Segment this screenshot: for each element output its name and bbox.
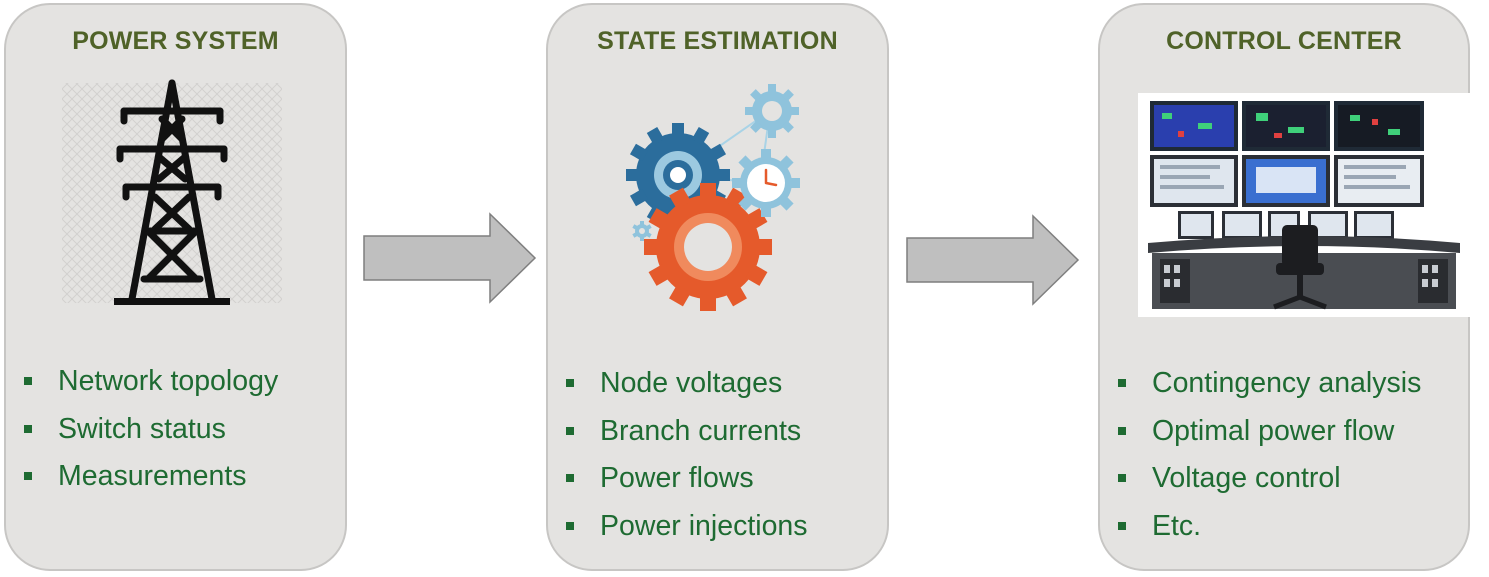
bullet-square-icon [24, 377, 32, 385]
list-item: Measurements [22, 453, 278, 501]
list-item: Power injections [564, 503, 808, 551]
bullet-square-icon [24, 424, 32, 433]
bullet-square-icon [566, 521, 574, 530]
list-item: Etc. [1116, 503, 1421, 551]
flow-arrow-1 [363, 212, 537, 304]
bullet-square-icon [1118, 521, 1126, 530]
list-item: Network topology [22, 358, 278, 406]
state-estimation-bullet-list: Node voltages Branch currents Power flow… [564, 360, 808, 550]
control-room-icon [1138, 93, 1470, 317]
control-center-panel: CONTROL CENTER [1098, 3, 1470, 571]
bullet-square-icon [24, 472, 32, 480]
bullet-square-icon [566, 474, 574, 482]
transmission-tower-icon [62, 79, 282, 305]
list-item: Power flows [564, 455, 808, 503]
power-system-panel: POWER SYSTEM [4, 3, 347, 571]
list-item: Node voltages [564, 360, 808, 408]
list-item: Branch currents [564, 408, 808, 456]
gears-icon [626, 84, 800, 311]
power-system-bullet-list: Network topology Switch status Measureme… [22, 358, 278, 501]
flow-arrow-2 [906, 214, 1080, 306]
bullet-square-icon [566, 379, 574, 387]
list-item: Switch status [22, 406, 278, 454]
state-estimation-panel: STATE ESTIMATION [546, 3, 889, 571]
bullet-square-icon [1118, 426, 1126, 435]
bullet-square-icon [566, 426, 574, 435]
panel-title: CONTROL CENTER [1166, 27, 1402, 55]
bullet-square-icon [1118, 379, 1126, 387]
list-item: Voltage control [1116, 455, 1421, 503]
bullet-square-icon [1118, 474, 1126, 482]
panel-title: POWER SYSTEM [72, 27, 279, 55]
list-item: Contingency analysis [1116, 360, 1421, 408]
list-item: Optimal power flow [1116, 408, 1421, 456]
panel-title: STATE ESTIMATION [597, 27, 838, 55]
control-center-bullet-list: Contingency analysis Optimal power flow … [1116, 360, 1421, 550]
